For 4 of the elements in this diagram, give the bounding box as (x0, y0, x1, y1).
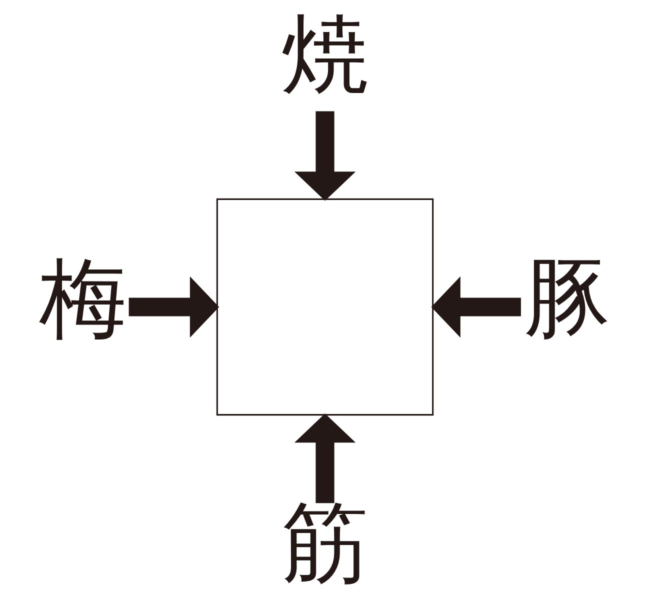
node-text: 筋 (282, 492, 368, 594)
node-text: 豚 (524, 248, 611, 350)
node-text: 梅 (39, 248, 126, 350)
node-text: 焼 (282, 4, 368, 106)
